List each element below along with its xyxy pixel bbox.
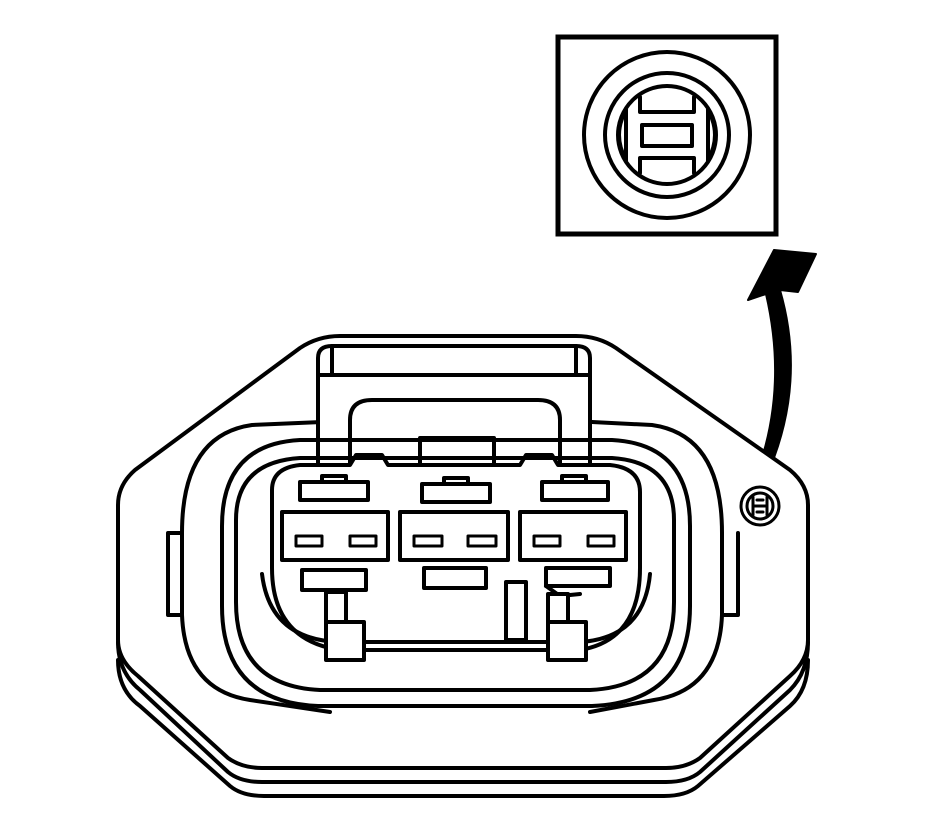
bosch-logo-mark-icon bbox=[739, 485, 781, 527]
bosch-logo-icon bbox=[582, 50, 752, 220]
terminal-cavity-2 bbox=[398, 510, 510, 562]
terminal-cavity-1 bbox=[280, 510, 390, 562]
inset-frame bbox=[555, 34, 779, 237]
terminal-face bbox=[220, 438, 692, 708]
connector-housing bbox=[116, 334, 810, 798]
curved-arrow-icon bbox=[747, 249, 817, 469]
terminal-cavity-3 bbox=[518, 510, 628, 562]
pin-right bbox=[546, 592, 588, 662]
pin-left bbox=[324, 590, 366, 662]
logo-inset bbox=[555, 34, 779, 237]
